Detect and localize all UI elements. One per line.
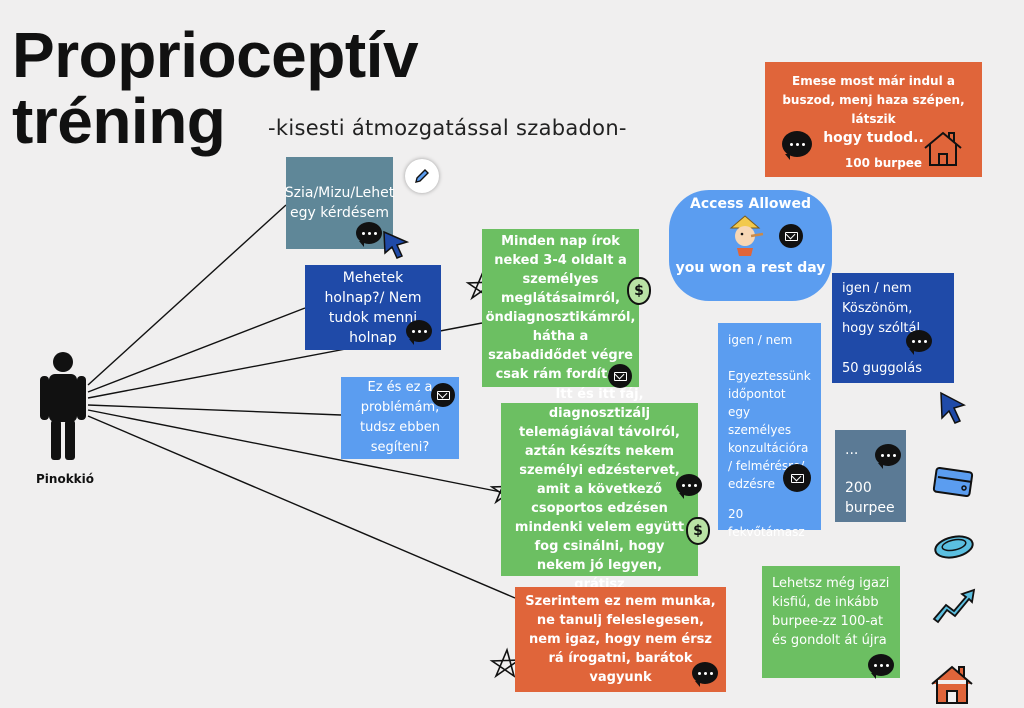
box-igen-koszonom-count: 50 guggolás <box>842 361 922 376</box>
access-allowed-card: Access Allowed you won a rest day <box>669 190 832 301</box>
line-to-itt-es <box>87 409 502 493</box>
chat-bubble-icon <box>782 131 812 160</box>
box-minden-nap: Minden nap írok neked 3-4 oldalt a szemé… <box>482 229 639 387</box>
box-igen-koszonom-text: Köszönöm, hogy szóltál <box>842 301 921 336</box>
person-silhouette-icon <box>40 352 86 460</box>
title-line-2: tréning <box>12 85 226 157</box>
line-to-szerintem <box>87 415 516 599</box>
credit-card-icon <box>932 466 974 498</box>
chat-bubble-icon <box>868 654 894 679</box>
trend-up-arrow-icon <box>932 588 976 624</box>
mail-icon <box>783 464 811 492</box>
box-dots: ... 200 burpee <box>835 430 906 522</box>
box-szia: Szia/Mizu/Lehet egy kérdésem <box>284 157 395 249</box>
line-to-mehetek <box>87 307 306 393</box>
chat-bubble-icon <box>356 222 382 247</box>
box-igen-egyeztessunk: igen / nem Egyeztessünk időpontot egy sz… <box>718 323 821 539</box>
dollar-bag-icon: $ <box>627 277 651 305</box>
dollar-bag-icon: $ <box>686 517 710 545</box>
box-szia-text: Szia/Mizu/Lehet egy kérdésem <box>284 185 395 221</box>
box-mehetek-text: Mehetek holnap?/ Nem tudok menni holnap <box>324 269 422 346</box>
box-emese-count: 100 burpee <box>844 156 923 170</box>
box-szerintem-text: Szerintem ez nem munka, ne tanulj felesl… <box>525 594 716 685</box>
box-minden-nap-text: Minden nap írok neked 3-4 oldalt a szemé… <box>485 234 636 382</box>
line-to-szia <box>87 204 287 386</box>
box-itt-es: Itt és itt fáj, diagnosztizálj telemágiá… <box>501 387 698 592</box>
box-dots-count: 200 burpee <box>845 480 895 516</box>
page-subtitle: -kisesti átmozgatással szabadon- <box>268 116 627 140</box>
house-icon <box>931 665 973 704</box>
box-igen-koszonom: igen / nem Köszönöm, hogy szóltál 50 gug… <box>832 273 954 383</box>
mail-icon <box>431 383 455 407</box>
box-dots-text: ... <box>845 442 859 458</box>
chat-bubble-icon <box>676 474 702 499</box>
person-label: Pinokkió <box>36 472 95 486</box>
pencil-icon <box>405 159 439 193</box>
box-emese-bold: hogy tudod.. <box>823 130 924 146</box>
access-title: Access Allowed <box>690 196 811 212</box>
mail-icon <box>779 224 803 248</box>
box-igen-egyeztessunk-text: Egyeztessünk időpontot egy személyes kon… <box>728 369 811 491</box>
chat-bubble-icon <box>875 444 901 469</box>
title-line-1: Proprioceptív <box>12 19 419 91</box>
cursor-arrow-icon <box>383 230 410 259</box>
box-ez-es-text: Ez és ez a problémám, tudsz ebben segíte… <box>359 380 441 455</box>
line-to-ez-es <box>87 404 342 416</box>
box-lehetsz-text: Lehetsz még igazi kisfiú, de inkább burp… <box>772 576 890 648</box>
mail-icon <box>608 364 632 388</box>
box-igen-koszonom-question: igen / nem <box>842 281 912 296</box>
access-subtitle: you won a rest day <box>675 260 826 276</box>
chat-bubble-icon <box>406 320 432 345</box>
box-emese: Emese most már indul a buszod, menj haza… <box>765 62 982 177</box>
box-mehetek: Mehetek holnap?/ Nem tudok menni holnap <box>305 265 441 350</box>
box-igen-egyeztessunk-count: 20 fekvőtámasz <box>728 507 805 539</box>
page-title: Proprioceptív tréning <box>12 19 419 157</box>
box-itt-es-text: Itt és itt fáj, diagnosztizálj telemágiá… <box>514 387 685 592</box>
box-igen-egyeztessunk-question: igen / nem <box>728 333 793 347</box>
chat-bubble-icon <box>692 662 718 687</box>
house-icon <box>924 131 962 166</box>
cursor-arrow-icon <box>940 391 966 424</box>
box-emese-text: Emese most már indul a buszod, menj haza… <box>782 74 965 126</box>
box-szerintem: Szerintem ez nem munka, ne tanulj felesl… <box>515 587 726 692</box>
pinocchio-avatar-icon <box>729 215 764 256</box>
chat-bubble-icon <box>906 330 932 355</box>
coin-icon <box>934 535 974 559</box>
